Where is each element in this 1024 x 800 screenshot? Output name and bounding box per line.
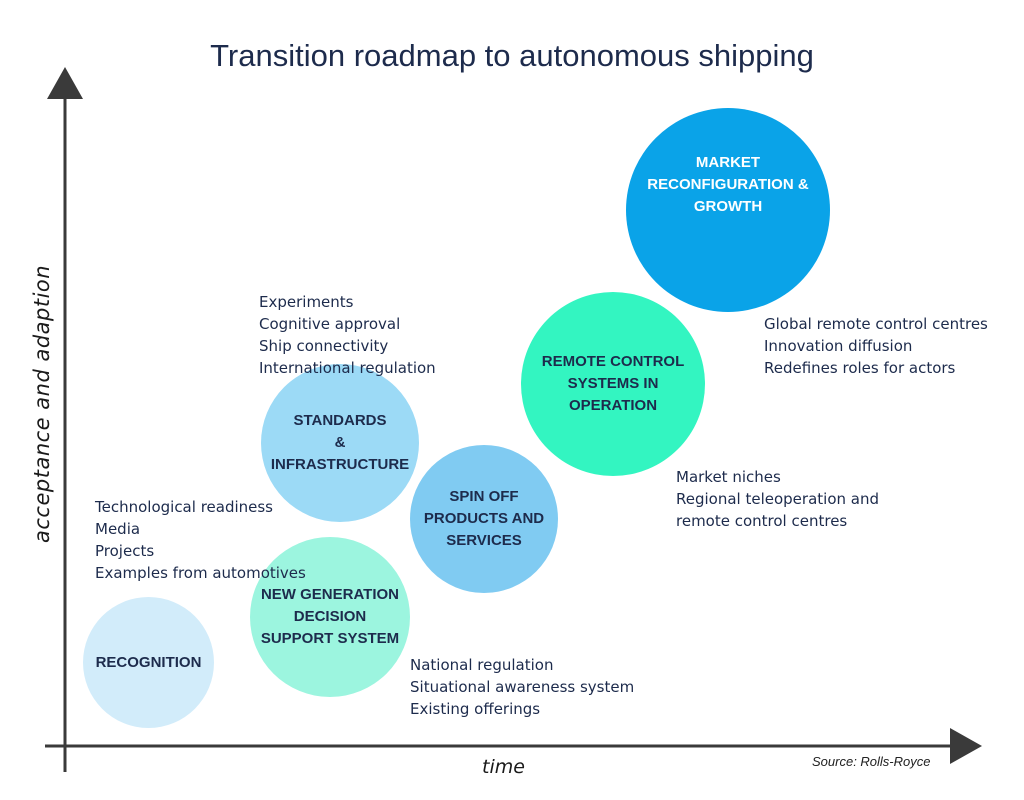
stage-remote-control: REMOTE CONTROL SYSTEMS IN OPERATION xyxy=(521,292,705,476)
notes-recognition: Technological readiness Media Projects E… xyxy=(95,496,306,584)
note-line: International regulation xyxy=(259,359,436,377)
note-line: Projects xyxy=(95,542,155,560)
note-line: Ship connectivity xyxy=(259,337,389,355)
note-line: Redefines roles for actors xyxy=(764,359,956,377)
stage-label: STANDARDS & INFRASTRUCTURE xyxy=(270,412,410,473)
stage-spin-off: SPIN OFF PRODUCTS AND SERVICES xyxy=(410,445,558,593)
note-line: Cognitive approval xyxy=(259,315,401,333)
notes-standards: Experiments Cognitive approval Ship conn… xyxy=(259,291,436,379)
note-line: Experiments xyxy=(259,293,354,311)
x-axis-label: time xyxy=(482,756,525,778)
note-line: Existing offerings xyxy=(410,700,541,718)
note-line: Global remote control centres xyxy=(764,315,988,333)
stage-label: SPIN OFF PRODUCTS AND SERVICES xyxy=(423,488,545,549)
note-line: Regional teleoperation and xyxy=(676,490,879,508)
stage-label: REMOTE CONTROL SYSTEMS IN OPERATION xyxy=(541,353,685,414)
y-axis-arrow xyxy=(47,67,83,99)
note-line: Examples from automotives xyxy=(95,564,306,582)
notes-new-generation: National regulation Situational awarenes… xyxy=(410,654,634,720)
note-line: Technological readiness xyxy=(95,498,274,516)
notes-remote-control: Market niches Regional teleoperation and… xyxy=(676,466,879,532)
notes-market: Global remote control centres Innovation… xyxy=(764,313,988,379)
diagram-title: Transition roadmap to autonomous shippin… xyxy=(210,38,814,73)
source-note: Source: Rolls-Royce xyxy=(812,754,931,769)
stage-label: RECOGNITION xyxy=(95,653,202,671)
note-line: Market niches xyxy=(676,468,781,486)
note-line: National regulation xyxy=(410,656,554,674)
stage-standards: STANDARDS & INFRASTRUCTURE xyxy=(261,364,419,522)
note-line: Innovation diffusion xyxy=(764,337,913,355)
note-line: Media xyxy=(95,520,141,538)
stage-new-generation: NEW GENERATION DECISION SUPPORT SYSTEM xyxy=(250,537,410,697)
x-axis-arrow xyxy=(950,728,982,764)
note-line: remote control centres xyxy=(676,512,848,530)
stage-market: MARKET RECONFIGURATION & GROWTH xyxy=(626,108,830,312)
stage-label: MARKET RECONFIGURATION & GROWTH xyxy=(647,154,809,215)
note-line: Situational awareness system xyxy=(410,678,635,696)
y-axis-label: acceptance and adaption xyxy=(30,264,54,543)
stage-recognition: RECOGNITION xyxy=(83,597,214,728)
stage-label: NEW GENERATION DECISION SUPPORT SYSTEM xyxy=(260,586,400,647)
